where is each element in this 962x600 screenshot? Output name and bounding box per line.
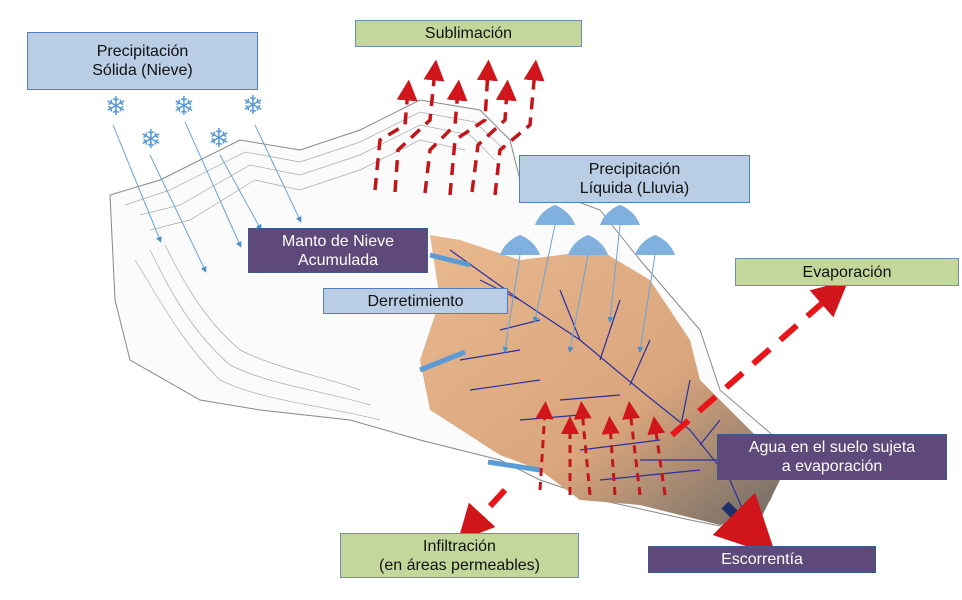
label-precipitacion-solida: Precipitación Sólida (Nieve) [27, 32, 258, 90]
snowflake-icons: ❄ ❄ ❄ ❄ ❄ [105, 90, 264, 154]
label-precipitacion-liquida: Precipitación Líquida (Lluvia) [519, 155, 750, 203]
label-sublimacion: Sublimación [355, 20, 582, 47]
svg-text:❄: ❄ [140, 124, 162, 154]
label-derretimiento: Derretimiento [323, 288, 508, 314]
label-infiltracion: Infiltración (en áreas permeables) [340, 533, 579, 578]
sublimation-arrows [373, 59, 545, 196]
label-evaporacion: Evaporación [735, 258, 959, 286]
label-line: Precipitación [588, 161, 681, 178]
basin-region [420, 235, 780, 525]
melt-arrows [419, 252, 541, 473]
runoff-arrow [712, 492, 777, 557]
svg-text:❄: ❄ [173, 91, 195, 121]
svg-text:❄: ❄ [208, 123, 230, 153]
svg-text:❄: ❄ [105, 91, 127, 121]
label-line: Sólida (Nieve) [92, 62, 193, 79]
raindrop-icons [500, 205, 675, 255]
label-line: a evaporación [781, 458, 883, 475]
label-line: Líquida (Lluvia) [579, 180, 690, 197]
label-agua-suelo: Agua en el suelo sujeta a evaporación [717, 434, 947, 480]
label-line: (en áreas permeables) [379, 556, 540, 574]
label-line: Precipitación [96, 43, 189, 60]
svg-text:❄: ❄ [242, 90, 264, 120]
label-line: Agua en el suelo sujeta [748, 439, 916, 456]
label-escorrentia: Escorrentía [648, 546, 876, 573]
river-network [449, 249, 746, 516]
label-line: Infiltración [423, 537, 496, 555]
label-line: Acumulada [297, 251, 379, 269]
label-line: Evaporación [802, 263, 892, 281]
label-line: Sublimación [424, 25, 513, 42]
label-line: Derretimiento [367, 292, 464, 310]
label-line: Manto de Nieve [281, 232, 395, 250]
label-line: Escorrentía [721, 551, 803, 568]
label-manto-nieve: Manto de Nieve Acumulada [248, 228, 428, 273]
